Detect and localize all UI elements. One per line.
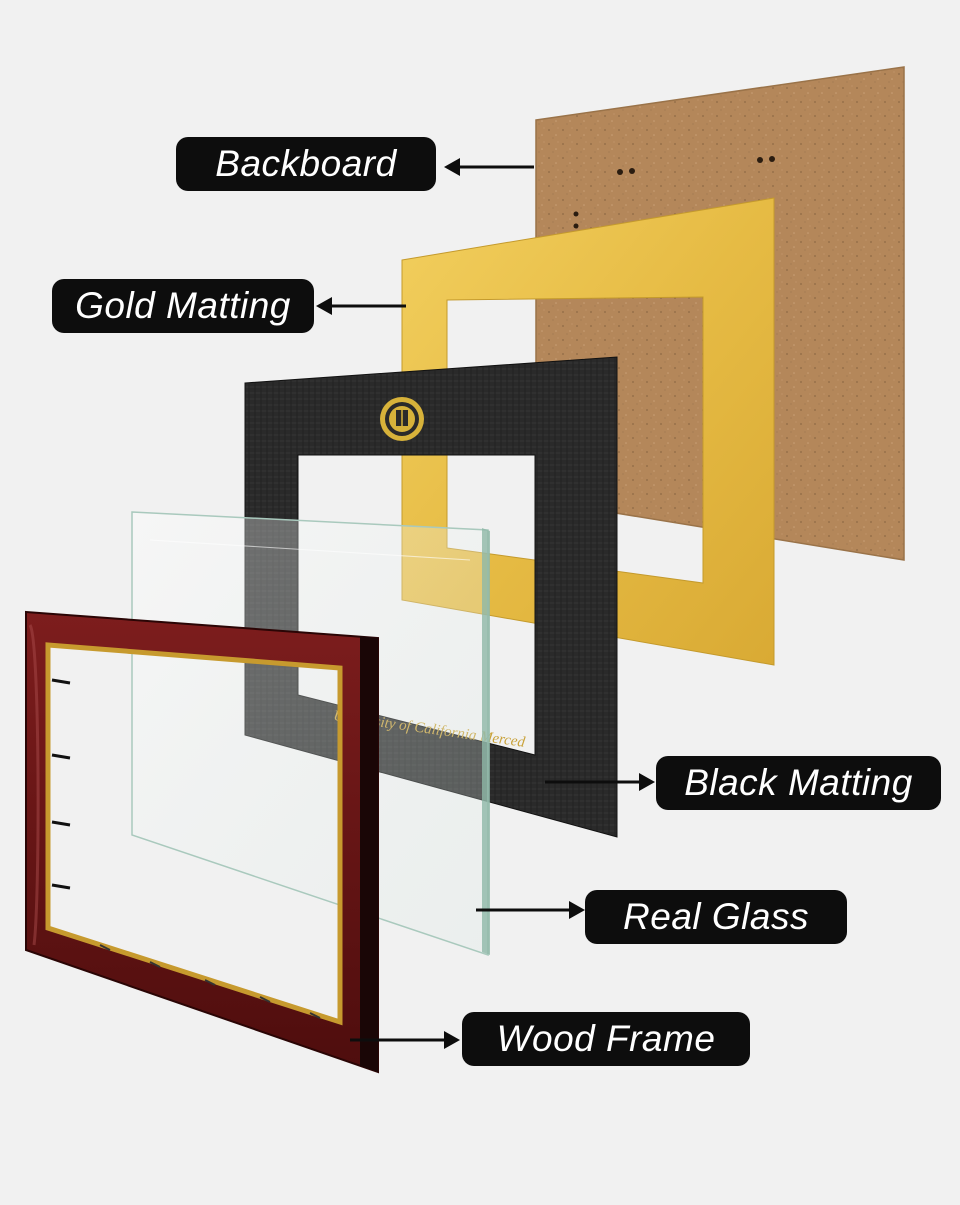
label-wood-frame: Wood Frame [462,1012,750,1066]
label-black-matting: Black Matting [656,756,941,810]
wood-frame-panel [25,610,379,1074]
arrow-backboard [444,158,534,176]
arrow-real-glass [476,901,585,919]
hanger-hole-icon [573,223,579,229]
hanger-hole-icon [757,157,763,163]
label-backboard: Backboard [176,137,436,191]
arrow-black-matting [545,773,655,791]
glass-panel [131,511,490,957]
hanger-hole-icon [617,169,623,175]
hanger-hole-icon [769,156,775,162]
label-real-glass: Real Glass [585,890,847,944]
hanger-hole-icon [629,168,635,174]
arrow-gold-matting [316,297,406,315]
label-gold-matting: Gold Matting [52,279,314,333]
arrow-wood-frame [350,1031,460,1049]
hanger-hole-icon [573,211,579,217]
university-seal-icon [380,397,424,441]
